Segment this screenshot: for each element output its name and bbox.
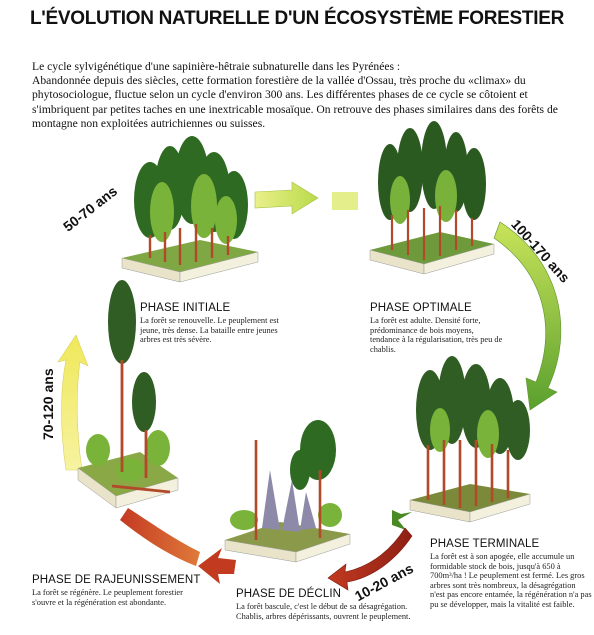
intro-text: Le cycle sylvigénétique d'une sapinière-… [32, 60, 572, 131]
arrow-initiale-to-optimale [254, 181, 319, 215]
forest-rajeunissement-illustration [77, 280, 179, 509]
phase-initiale-desc: La forêt se renouvelle. Le peuplement es… [140, 316, 279, 345]
phase-initiale-title: PHASE INITIALE [140, 302, 231, 314]
arrow-terminale-small [392, 510, 412, 530]
phase-optimale: PHASE OPTIMALE La forêt est adulte. Dens… [370, 302, 505, 354]
forest-initiale-illustration [121, 136, 259, 283]
intro-body: Abandonnée depuis des siècles, cette for… [32, 74, 558, 130]
phase-terminale: PHASE TERMINALE La forêt est à son apogé… [430, 538, 592, 610]
phase-terminale-desc: La forêt est à son apogée, elle accumule… [430, 552, 592, 609]
phase-rajeunissement-title: PHASE DE RAJEUNISSEMENT [32, 574, 201, 586]
phase-rajeunissement-desc: La forêt se régénère. Le peuplement fore… [32, 588, 183, 607]
phase-declin-title: PHASE DE DÉCLIN [236, 588, 342, 600]
arrow-terminale-to-declin [327, 527, 413, 591]
forest-declin-illustration [224, 420, 351, 563]
duration-70-120: 70-120 ans [40, 368, 56, 440]
intro-line1: Le cycle sylvigénétique d'une sapinière-… [32, 60, 401, 73]
phase-rajeunissement: PHASE DE RAJEUNISSEMENT La forêt se régé… [32, 574, 202, 607]
forest-terminale-illustration [409, 356, 531, 523]
phase-terminale-title: PHASE TERMINALE [430, 538, 540, 550]
phase-optimale-desc: La forêt est adulte. Densité forte, préd… [370, 316, 503, 354]
phase-optimale-title: PHASE OPTIMALE [370, 302, 472, 314]
phase-initiale: PHASE INITIALE La forêt se renouvelle. L… [140, 302, 280, 345]
arrow-rajeunissement-to-initiale [57, 334, 89, 471]
arrow-rajeunissement-band [120, 508, 200, 566]
arrow-top-tail [332, 192, 358, 210]
arrow-declin-to-rajeunissement [198, 548, 236, 584]
page-title: L'ÉVOLUTION NATURELLE D'UN ÉCOSYSTÈME FO… [30, 8, 564, 29]
phase-declin-desc: La forêt bascule, c'est le début de sa d… [236, 602, 411, 621]
arrow-optimale-to-terminale [493, 221, 562, 411]
forest-optimale-illustration [369, 121, 495, 275]
phase-declin: PHASE DE DÉCLIN La forêt bascule, c'est … [236, 588, 414, 621]
